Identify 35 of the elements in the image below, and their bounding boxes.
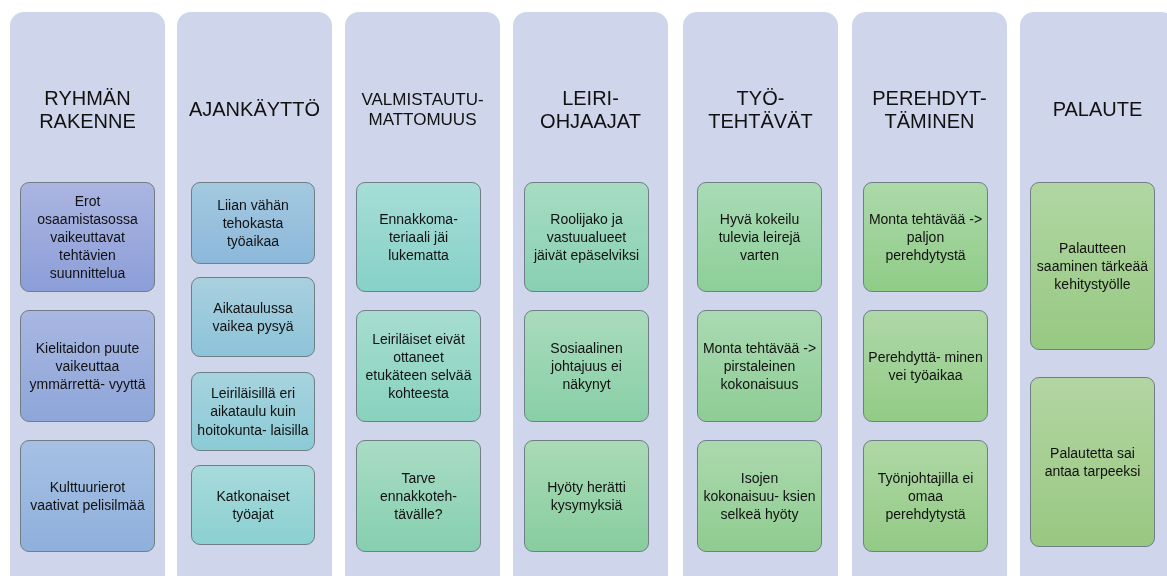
column-heading: LEIRI- OHJAAJAT xyxy=(539,86,642,133)
note-card: Monta tehtävää -> pirstaleinen kokonaisuus xyxy=(697,310,822,422)
note-card: Monta tehtävää -> paljon perehdytystä xyxy=(863,182,988,292)
note-card: Tarve ennakkoteh- tävälle? xyxy=(356,440,481,552)
note-card: Kulttuurierot vaativat pelisilmää xyxy=(20,440,155,552)
note-card: Palautteen saaminen tärkeää kehitystyölle xyxy=(1030,182,1155,350)
column-panel xyxy=(852,12,1007,576)
note-card: Hyvä kokeilu tulevia leirejä varten xyxy=(697,182,822,292)
note-card: Hyöty herätti kysymyksiä xyxy=(524,440,649,552)
column-heading: RYHMÄN RAKENNE xyxy=(38,86,137,133)
note-card: Perehdyttä- minen vei työaikaa xyxy=(863,310,988,422)
note-card: Roolijako ja vastuualueet jäivät epäselviksi xyxy=(524,182,649,292)
note-card: Leiriläiset eivät ottaneet etukäteen selvää kohteesta xyxy=(356,310,481,422)
column-panel xyxy=(683,12,838,576)
column-panel xyxy=(513,12,668,576)
note-card: Aikataulussa vaikea pysyä xyxy=(191,277,315,357)
note-card: Katkonaiset työajat xyxy=(191,465,315,545)
note-card: Sosiaalinen johtajuus ei näkynyt xyxy=(524,310,649,422)
note-card: Kielitaidon puute vaikeuttaa ymmärrettä- vyyttä xyxy=(20,310,155,422)
note-card: Isojen kokonaisuu- ksien selkeä hyöty xyxy=(697,440,822,552)
column-heading: PALAUTE xyxy=(1051,98,1144,121)
column-panel xyxy=(10,12,165,576)
column-panel xyxy=(1020,12,1167,576)
column-heading: TYÖ- TEHTÄVÄT xyxy=(707,86,814,133)
column-heading: VALMISTAUTU- MATTOMUUS xyxy=(360,89,485,130)
note-card: Liian vähän tehokasta työaikaa xyxy=(191,182,315,264)
note-card: Työnjohtajilla ei omaa perehdytystä xyxy=(863,440,988,552)
column-heading: PEREHDYT- TÄMINEN xyxy=(871,86,988,133)
column-panel xyxy=(177,12,332,576)
note-card: Palautetta sai antaa tarpeeksi xyxy=(1030,377,1155,547)
note-card: Ennakkoma- teriaali jäi lukematta xyxy=(356,182,481,292)
column-panel xyxy=(345,12,500,576)
column-heading: AJANKÄYTTÖ xyxy=(187,98,322,121)
note-card: Leiriläisillä eri aikataulu kuin hoitokunta- laisilla xyxy=(191,372,315,451)
note-card: Erot osaamistasossa vaikeuttavat tehtävien suunnittelua xyxy=(20,182,155,292)
